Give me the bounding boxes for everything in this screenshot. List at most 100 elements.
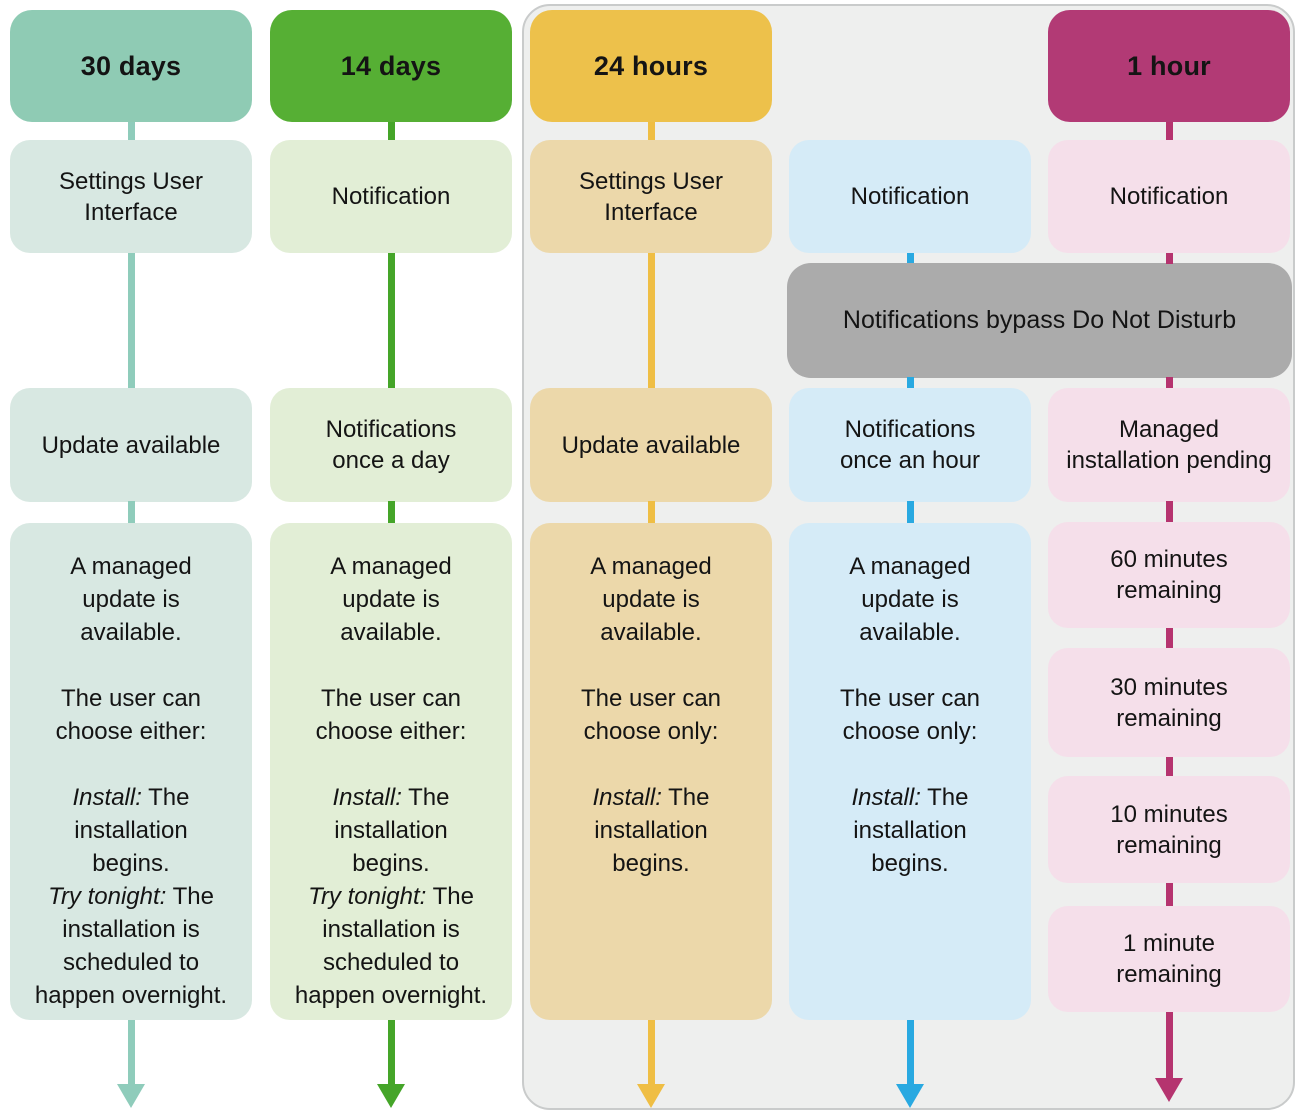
arrow-30-days-stem — [128, 1020, 135, 1084]
text-line: choose either: — [315, 718, 467, 745]
text-line: choose either: — [55, 718, 207, 745]
connector-24-hours-a — [648, 122, 655, 141]
connector-30-days-c — [128, 501, 135, 524]
text-line: The user can — [60, 685, 202, 712]
dnd-bypass-banner: Notifications bypass Do Not Disturb — [787, 263, 1292, 378]
box-line: remaining — [1116, 831, 1222, 859]
text-line: The user can — [320, 685, 462, 712]
text-line: begins. — [352, 850, 430, 877]
text-line: The user can — [839, 685, 981, 712]
connector-1-hour-d — [1166, 501, 1173, 523]
text-line: available. — [600, 619, 702, 646]
connector-14-days-a — [388, 122, 395, 141]
text-line: Install: The — [332, 784, 450, 811]
text-line: A managed — [70, 553, 192, 580]
text-line: Install: The — [72, 784, 190, 811]
text-line: Install: The — [592, 784, 710, 811]
text-line: Try tonight: The — [308, 883, 474, 910]
text-line: begins. — [871, 850, 949, 877]
notification-box-14-days: Notification — [270, 140, 512, 253]
notifications-once-an-hour-box: Notifications once an hour — [789, 388, 1031, 502]
notifications-once-a-day-box: Notifications once a day — [270, 388, 512, 502]
text-line: A managed — [849, 553, 971, 580]
detail-box-14-days: A managed update is available. The user … — [270, 523, 512, 1020]
connector-hourly-b — [907, 377, 914, 389]
box-line: Notifications — [844, 416, 976, 443]
arrow-down-icon — [896, 1084, 924, 1108]
connector-1-hour-c — [1166, 377, 1173, 389]
box-line: Interface — [84, 198, 178, 226]
header-14-days: 14 days — [270, 10, 512, 122]
box-line: Update available — [561, 431, 741, 459]
arrow-down-icon — [637, 1084, 665, 1108]
box-line: Notification — [850, 183, 970, 210]
text-line: available. — [859, 619, 961, 646]
text-line: happen overnight. — [34, 982, 228, 1009]
header-1-hour: 1 hour — [1048, 10, 1290, 122]
text-line: update is — [82, 586, 180, 613]
box-line: Notifications — [325, 416, 457, 443]
countdown-1-minute-box: 1 minute remaining — [1048, 906, 1290, 1012]
text-line: installation — [334, 817, 448, 844]
box-line: 1 minute — [1122, 930, 1216, 957]
text-line: Try tonight: The — [48, 883, 214, 910]
connector-hourly-a — [907, 253, 914, 264]
arrow-24-hours-stem — [648, 1020, 655, 1084]
box-line: Managed — [1118, 416, 1220, 443]
text-line: A managed — [330, 553, 452, 580]
connector-24-hours-c — [648, 501, 655, 524]
text-line: installation is — [62, 916, 200, 943]
header-30-days: 30 days — [10, 10, 252, 122]
connector-1-hour-a — [1166, 122, 1173, 141]
box-line: remaining — [1116, 704, 1222, 732]
arrow-hourly-stem — [907, 1020, 914, 1084]
text-line: update is — [342, 586, 440, 613]
text-line: begins. — [612, 850, 690, 877]
text-line: begins. — [92, 850, 170, 877]
text-line: choose only: — [583, 718, 719, 745]
box-line: 30 minutes — [1110, 673, 1228, 701]
update-available-box-24-hours: Update available — [530, 388, 772, 502]
text-line: update is — [861, 586, 959, 613]
arrow-1-hour-stem — [1166, 1012, 1173, 1078]
connector-30-days-b — [128, 253, 135, 389]
connector-24-hours-b — [648, 253, 655, 389]
settings-ui-box-30-days: Settings User Interface — [10, 140, 252, 253]
countdown-10-minutes-box: 10 minutes remaining — [1048, 776, 1290, 883]
arrow-down-icon — [377, 1084, 405, 1108]
text-line: choose only: — [842, 718, 978, 745]
detail-box-30-days: A managed update is available. The user … — [10, 523, 252, 1020]
box-line: Settings User — [58, 167, 204, 195]
connector-30-days-a — [128, 122, 135, 141]
connector-14-days-b — [388, 253, 395, 389]
connector-1-hour-e — [1166, 628, 1173, 648]
connector-14-days-c — [388, 501, 395, 524]
connector-1-hour-b — [1166, 253, 1173, 264]
text-line: installation is — [322, 916, 460, 943]
update-available-box-30-days: Update available — [10, 388, 252, 502]
text-line: installation — [594, 817, 708, 844]
arrow-down-icon — [117, 1084, 145, 1108]
notification-box-hourly: Notification — [789, 140, 1031, 253]
text-line: scheduled to — [62, 949, 200, 976]
text-line: installation — [853, 817, 967, 844]
header-24-hours: 24 hours — [530, 10, 772, 122]
arrow-14-days-stem — [388, 1020, 395, 1084]
text-line: update is — [602, 586, 700, 613]
box-line: Settings User — [578, 167, 724, 195]
box-line: Interface — [604, 198, 698, 226]
settings-ui-box-24-hours: Settings User Interface — [530, 140, 772, 253]
notification-box-1-hour: Notification — [1048, 140, 1290, 253]
detail-box-24-hours: A managed update is available. The user … — [530, 523, 772, 1020]
arrow-down-icon — [1155, 1078, 1183, 1102]
text-line: available. — [80, 619, 182, 646]
box-line: 60 minutes — [1110, 546, 1228, 573]
text-line: A managed — [590, 553, 712, 580]
box-line: remaining — [1116, 961, 1222, 988]
detail-box-hourly: A managed update is available. The user … — [789, 523, 1031, 1020]
text-line: happen overnight. — [294, 982, 488, 1009]
text-line: installation — [74, 817, 188, 844]
text-line: available. — [340, 619, 442, 646]
connector-hourly-c — [907, 501, 914, 524]
